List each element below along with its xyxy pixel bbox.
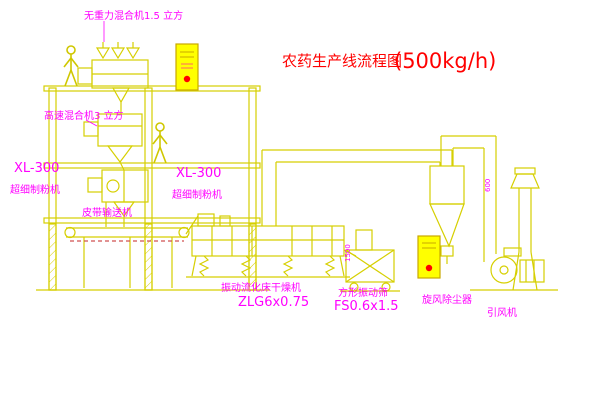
label-dryer: 振动流化床干燥机 bbox=[221, 281, 301, 294]
square-screen bbox=[340, 229, 400, 292]
label-dryer-model: ZLG6x0.75 bbox=[238, 295, 309, 310]
fluid-bed-dryer bbox=[186, 213, 357, 278]
gravityless-mixer bbox=[77, 42, 149, 114]
belt-conveyor bbox=[64, 215, 199, 288]
label-mixer-mid: 高速混合机3 立方 bbox=[44, 109, 124, 122]
label-mixer-top: 无重力混合机1.5 立方 bbox=[84, 9, 183, 22]
label-screen-model: FS0.6x1.5 bbox=[334, 299, 399, 314]
cyclone-separator bbox=[429, 135, 496, 264]
indicator-dot bbox=[425, 264, 433, 272]
label-mill-left-model: XL-300 bbox=[14, 161, 59, 176]
exhaust-duct bbox=[261, 149, 453, 226]
label-mill-left-name: 超细制粉机 bbox=[10, 183, 60, 196]
dimension-feed: 1500 bbox=[344, 244, 352, 262]
control-cabinet-top bbox=[175, 43, 199, 91]
label-conveyor: 皮带输送机 bbox=[82, 206, 132, 219]
label-mill-center-model: XL-300 bbox=[176, 166, 221, 181]
dimension-duct: 600 bbox=[484, 179, 492, 192]
diagram-title-capacity: (500kg/h) bbox=[394, 49, 496, 73]
diagram-title: 农药生产线流程图 bbox=[282, 52, 402, 70]
label-fan: 引风机 bbox=[487, 306, 517, 319]
building-frame bbox=[36, 85, 270, 291]
control-cabinet-bottom bbox=[417, 235, 441, 279]
worker-figure bbox=[152, 122, 168, 164]
label-cyclone: 旋风除尘器 bbox=[422, 293, 472, 306]
fan-wheel bbox=[490, 256, 518, 284]
label-mill-center-name: 超细制粉机 bbox=[172, 188, 222, 201]
label-screen: 方形振动筛 bbox=[338, 286, 388, 299]
fine-mill bbox=[87, 169, 149, 227]
fan-and-stack bbox=[470, 136, 558, 291]
leader-lines bbox=[85, 21, 105, 127]
high-speed-mixer bbox=[83, 113, 143, 171]
indicator-dot bbox=[183, 75, 191, 83]
worker-figure bbox=[63, 45, 79, 87]
